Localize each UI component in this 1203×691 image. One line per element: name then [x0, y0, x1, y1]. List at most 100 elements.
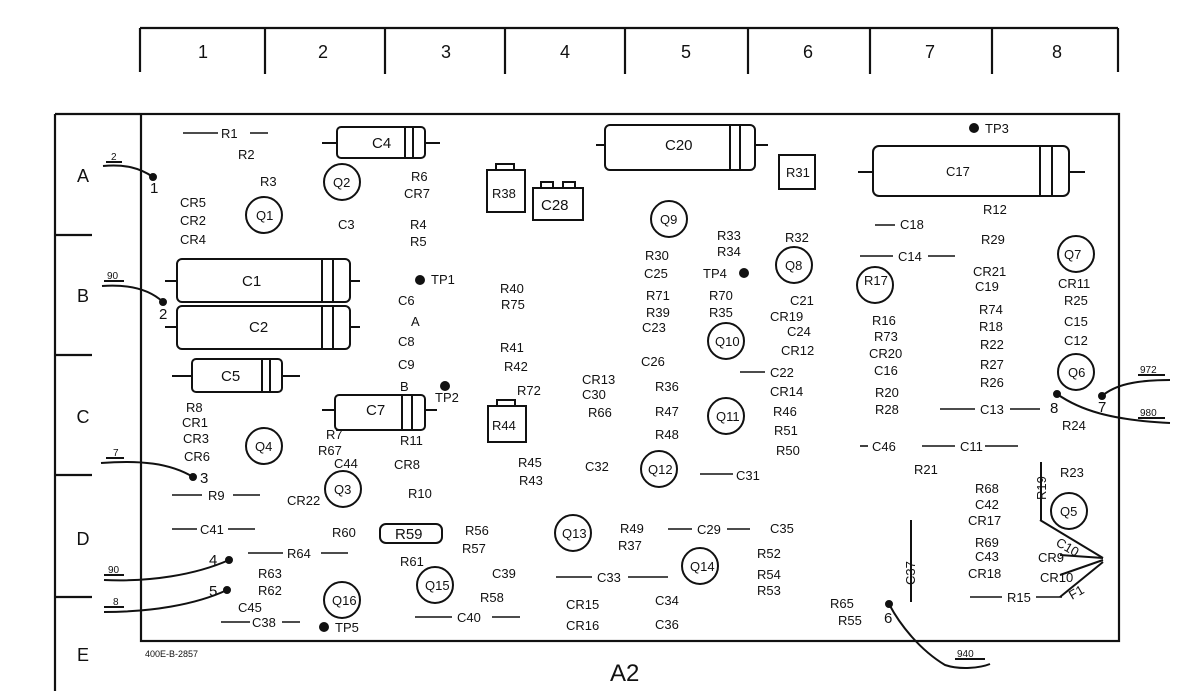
part-label-r23: R23	[1060, 465, 1084, 480]
column-label-5: 5	[681, 42, 691, 62]
part-label-c44: C44	[334, 456, 358, 471]
part-label-r39: R39	[646, 305, 670, 320]
part-label-c46: C46	[872, 439, 896, 454]
part-label-cr4: CR4	[180, 232, 206, 247]
part-label-r12: R12	[983, 202, 1007, 217]
part-label-r45: R45	[518, 455, 542, 470]
part-label-r53: R53	[757, 583, 781, 598]
part-label-r51: R51	[774, 423, 798, 438]
part-label-c2: C2	[249, 319, 268, 336]
connector-pin-8: 8	[1050, 400, 1058, 417]
part-label-tp3: TP3	[985, 121, 1009, 136]
wire-label-5: 8	[113, 597, 119, 608]
part-label-r15: R15	[1007, 590, 1031, 605]
part-label-cr5: CR5	[180, 195, 206, 210]
part-label-c28: C28	[541, 197, 569, 214]
part-label-cr2: CR2	[180, 213, 206, 228]
part-label-q1: Q1	[256, 208, 273, 223]
row-label-a: A	[77, 166, 89, 186]
part-label-r3: R3	[260, 174, 277, 189]
lead-marks	[172, 132, 1062, 623]
connector-pin-5: 5	[209, 583, 217, 600]
part-label-cr11: CR11	[1058, 276, 1090, 291]
part-label-cr20: CR20	[869, 346, 902, 361]
part-label-q4: Q4	[255, 439, 272, 454]
part-label-q8: Q8	[785, 258, 802, 273]
part-label-cr21: CR21	[973, 264, 1006, 279]
part-label-q3: Q3	[334, 482, 351, 497]
part-label-r67: R67	[318, 443, 342, 458]
part-label-r57: R57	[462, 541, 486, 556]
part-label-r17: R17	[864, 273, 888, 288]
board-outline	[139, 112, 1121, 643]
part-label-c4: C4	[372, 135, 391, 152]
part-label-r19: R19	[1034, 476, 1049, 500]
column-label-4: 4	[560, 42, 570, 62]
part-label-q2: Q2	[333, 175, 350, 190]
part-label-r6: R6	[411, 169, 428, 184]
row-label-e: E	[77, 645, 89, 665]
board-title: A2	[610, 660, 639, 687]
part-label-c11: C11	[960, 439, 983, 454]
component-labels: R1 R2 R3 CR5 CR2 CR4 Q1 C4 Q2 R6 CR7 C3 …	[180, 121, 1090, 635]
part-label-q16: Q16	[332, 593, 357, 608]
part-label-f1: F1	[1066, 582, 1087, 603]
part-label-r65: R65	[830, 596, 854, 611]
part-label-r64: R64	[287, 546, 311, 561]
part-label-r62: R62	[258, 583, 282, 598]
part-label-c9: C9	[398, 357, 415, 372]
part-label-r42: R42	[504, 359, 528, 374]
part-label-c22: C22	[770, 365, 794, 380]
part-label-cr9: CR9	[1038, 550, 1064, 565]
row-label-d: D	[77, 529, 90, 549]
connector-wires	[100, 161, 1171, 669]
connector-pin-3: 3	[200, 470, 208, 487]
part-label-cr18: CR18	[968, 566, 1001, 581]
part-label-r34: R34	[717, 244, 741, 259]
part-label-cr1: CR1	[182, 415, 208, 430]
part-label-c35: C35	[770, 521, 794, 536]
part-label-c33: C33	[597, 570, 621, 585]
part-label-r22: R22	[980, 337, 1004, 352]
part-label-c25: C25	[644, 266, 668, 281]
part-label-r11: R11	[400, 433, 423, 448]
part-label-r41: R41	[500, 340, 524, 355]
part-label-r24: R24	[1062, 418, 1086, 433]
column-header	[138, 26, 1120, 74]
column-label-1: 1	[198, 42, 208, 62]
column-label-2: 2	[318, 42, 328, 62]
part-label-r50: R50	[776, 443, 800, 458]
part-label-tp5: TP5	[335, 620, 359, 635]
part-label-tp4: TP4	[703, 266, 727, 281]
part-label-r26: R26	[980, 375, 1004, 390]
part-label-r32: R32	[785, 230, 809, 245]
part-label-c41: C41	[200, 522, 224, 537]
part-label-tp1: TP1	[431, 272, 455, 287]
part-label-r52: R52	[757, 546, 781, 561]
part-label-c17: C17	[946, 164, 970, 179]
part-label-cr10: CR10	[1040, 570, 1073, 585]
part-number-label: 400E-B-2857	[145, 649, 198, 659]
part-label-r68: R68	[975, 481, 999, 496]
part-label-r18: R18	[979, 319, 1003, 334]
part-label-r21: R21	[914, 462, 938, 477]
part-label-r29: R29	[981, 232, 1005, 247]
part-label-r72: R72	[517, 383, 541, 398]
part-label-cr8: CR8	[394, 457, 420, 472]
part-label-c16: C16	[874, 363, 898, 378]
row-label-b: B	[77, 286, 89, 306]
part-label-q13: Q13	[562, 526, 587, 541]
part-label-cr6: CR6	[184, 449, 210, 464]
part-label-c8: C8	[398, 334, 415, 349]
connector-pins: 1 2 3 4 5 6 7 8	[150, 180, 1106, 627]
part-label-q12: Q12	[648, 462, 673, 477]
part-label-r8: R8	[186, 400, 203, 415]
column-label-3: 3	[441, 42, 451, 62]
part-label-c3: C3	[338, 217, 355, 232]
part-label-c19: C19	[975, 279, 999, 294]
column-label-7: 7	[925, 42, 935, 62]
part-label-c40: C40	[457, 610, 481, 625]
part-label-cr22: CR22	[287, 493, 320, 508]
wire-label-7: 972	[1140, 365, 1157, 376]
